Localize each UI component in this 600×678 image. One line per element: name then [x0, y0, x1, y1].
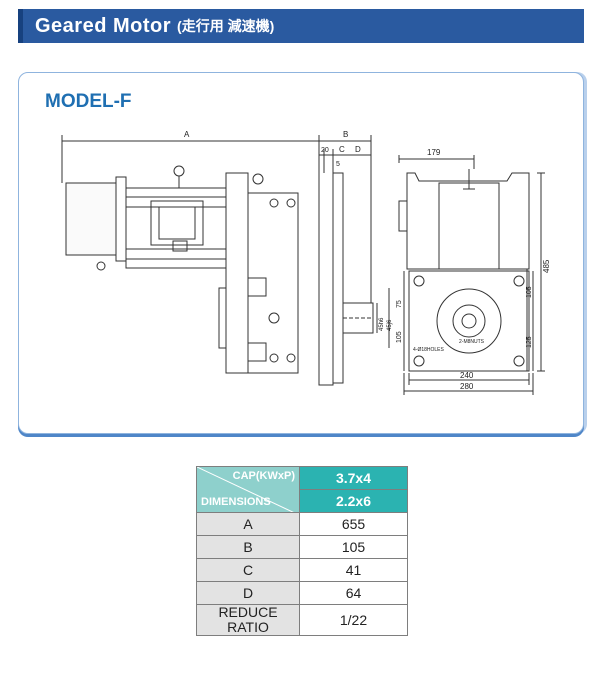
reduce-label-line1: REDUCE	[218, 604, 278, 620]
table-row: D 64	[196, 581, 408, 605]
dim-179: 179	[427, 148, 441, 157]
reduce-ratio-value: 1/22	[299, 604, 408, 636]
table-corner-cell: CAP(KWxP) DIMENSIONS	[196, 466, 300, 513]
dim-d: D	[355, 145, 361, 154]
cap-header: CAP(KWxP)	[232, 470, 295, 482]
dim-280: 280	[460, 382, 474, 391]
reduce-label-line2: RATIO	[227, 619, 269, 635]
dim-105b: 105	[396, 331, 403, 343]
diagonal-divider	[197, 467, 293, 512]
dim-20: 20	[321, 147, 329, 154]
row-value: 655	[299, 512, 408, 536]
dim-shaft: 45h6	[379, 317, 385, 331]
cap-value-1: 3.7x4	[299, 466, 408, 490]
dim-240: 240	[460, 371, 474, 380]
page-header: Geared Motor (走行用 減速機)	[18, 9, 584, 43]
dim-holes: 4-Ø18HOLES	[413, 347, 445, 353]
spec-table: CAP(KWxP) DIMENSIONS 3.7x4 2.2x6 A 655 B…	[196, 466, 408, 636]
model-title: MODEL-F	[45, 91, 132, 112]
reduce-ratio-label: REDUCE RATIO	[196, 604, 300, 636]
technical-drawing: A B C D 20 5 179 485 105 125 75 105 240 …	[61, 130, 551, 395]
table-row: C 41	[196, 558, 408, 582]
dim-nuts: 2-M8NUTS	[459, 339, 485, 345]
dim-b: B	[343, 130, 348, 139]
row-value: 105	[299, 535, 408, 559]
dim-shaft2: 45j6	[387, 319, 393, 331]
row-label: B	[196, 535, 300, 559]
drawing-panel: MODEL-F	[18, 72, 584, 434]
header-title: Geared Motor	[35, 14, 172, 37]
dimensions-header: DIMENSIONS	[201, 496, 271, 508]
row-label: A	[196, 512, 300, 536]
dim-5: 5	[336, 161, 340, 168]
table-row-reduce-ratio: REDUCE RATIO 1/22	[196, 604, 408, 636]
row-label: D	[196, 581, 300, 605]
header-subtitle: (走行用 減速機)	[177, 18, 275, 34]
row-value: 64	[299, 581, 408, 605]
table-row: A 655	[196, 512, 408, 536]
dim-485: 485	[542, 259, 551, 273]
dim-125: 125	[526, 336, 533, 348]
row-value: 41	[299, 558, 408, 582]
table-row: B 105	[196, 535, 408, 559]
dim-a: A	[184, 130, 190, 139]
dim-105a: 105	[526, 286, 533, 298]
dim-c: C	[339, 145, 345, 154]
row-label: C	[196, 558, 300, 582]
cap-value-2: 2.2x6	[299, 489, 408, 513]
dim-75: 75	[396, 300, 403, 308]
